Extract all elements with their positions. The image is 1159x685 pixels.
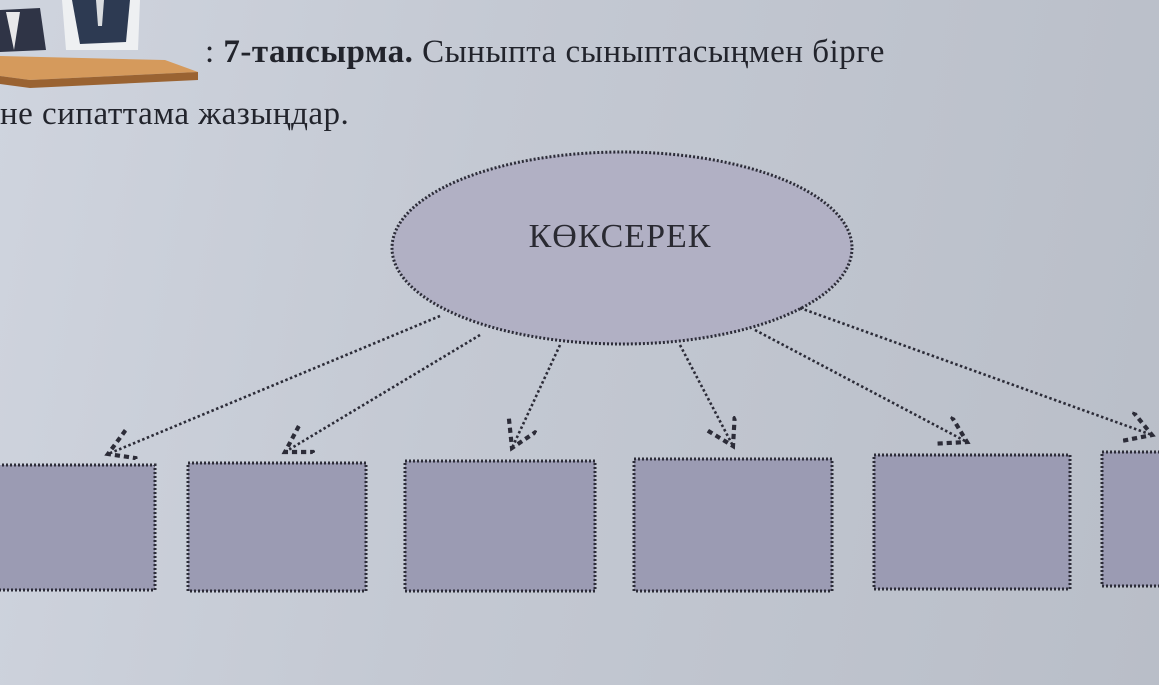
task-number: 7-тапсырма. (223, 34, 414, 70)
arrow-4 (678, 344, 733, 446)
students-illustration (0, 0, 198, 88)
answer-box-3[interactable] (403, 459, 597, 593)
arrow-3 (512, 344, 562, 448)
task-text: Сыныпта сыныптасыңмен бірге (422, 34, 885, 70)
task-heading: : 7-тапсырма. Сыныпта сыныптасыңмен бірг… (205, 34, 885, 71)
arrow-1 (108, 314, 441, 454)
answer-box-5[interactable] (872, 453, 1072, 591)
arrow-2 (285, 333, 481, 452)
answer-box-4[interactable] (632, 457, 834, 593)
task-bullet: : (205, 34, 215, 70)
center-concept: КӨКСЕРЕК (528, 218, 712, 255)
arrow-5 (754, 328, 967, 442)
task-instruction: не сипаттама жазыңдар. (0, 96, 350, 132)
center-ellipse (390, 150, 854, 346)
answer-box-6[interactable] (1100, 450, 1159, 588)
answer-box-1[interactable] (0, 463, 157, 592)
answer-box-2[interactable] (186, 461, 368, 593)
arrow-6 (799, 306, 1152, 435)
